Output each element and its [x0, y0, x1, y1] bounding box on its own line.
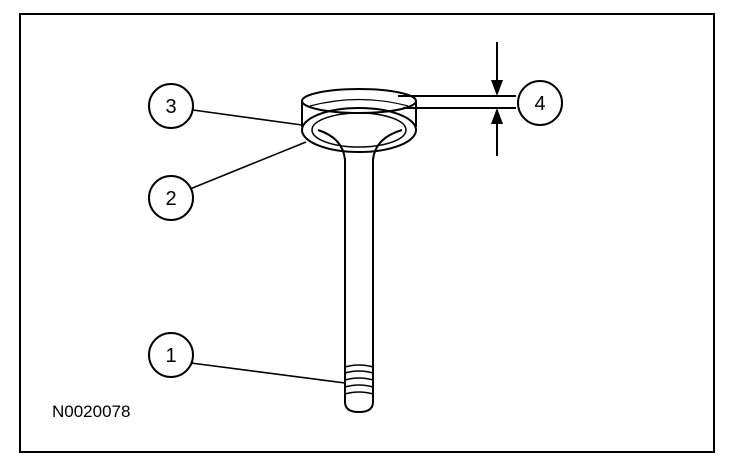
callout-2-label: 2	[165, 188, 176, 210]
leader-line-2	[189, 141, 307, 190]
dimension-arrowhead-down	[491, 80, 503, 96]
leader-line-1	[190, 362, 346, 384]
callout-4-label: 4	[534, 93, 545, 115]
dimension-arrowhead-up	[491, 108, 503, 124]
callout-1: 1	[148, 332, 194, 378]
callout-3: 3	[148, 83, 194, 129]
engine-valve	[301, 88, 417, 414]
valve-stem-tip	[344, 401, 374, 414]
callout-2: 2	[148, 175, 194, 221]
valve-head-margin	[301, 101, 417, 127]
margin-dimension	[398, 42, 516, 156]
keeper-grooves	[344, 364, 374, 395]
callout-1-label: 1	[165, 345, 176, 367]
valve-face	[301, 107, 417, 153]
figure-id: N0020078	[52, 402, 130, 421]
figure-frame	[19, 13, 715, 453]
callout-4: 4	[517, 80, 563, 126]
valve-head-top	[301, 88, 417, 114]
leader-line-3	[192, 109, 303, 126]
callout-3-label: 3	[165, 96, 176, 118]
leader-lines	[189, 109, 346, 384]
valve-neck	[317, 129, 403, 161]
valve-face-inner	[311, 112, 407, 148]
valve-stem	[344, 158, 374, 402]
